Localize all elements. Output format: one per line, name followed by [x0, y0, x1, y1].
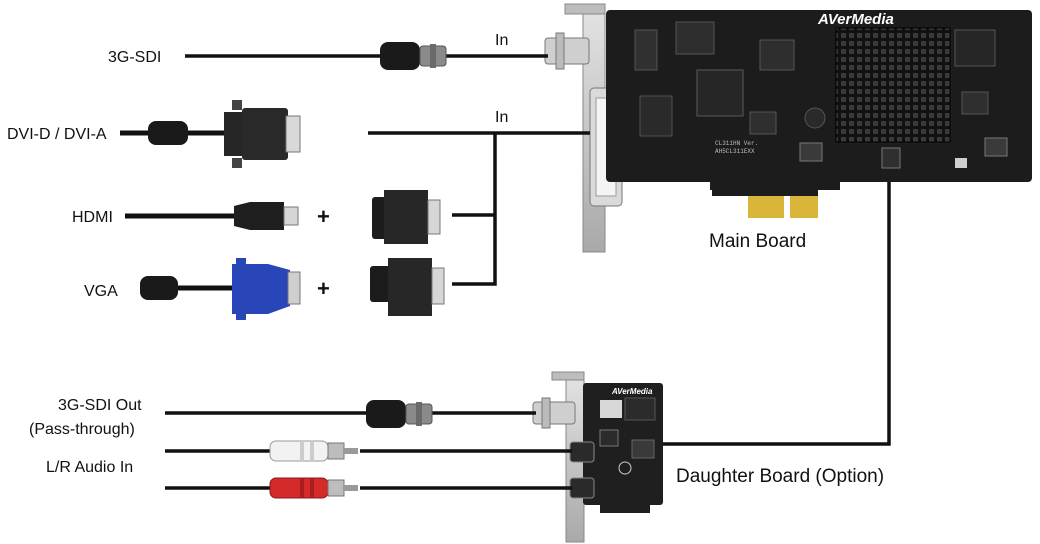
dvi-cable	[120, 100, 301, 168]
label-sdi-out: 3G-SDI Out	[58, 397, 142, 414]
vga-cable	[140, 258, 301, 320]
main-board-gold-fingers	[748, 196, 784, 218]
rca-red-plug	[269, 477, 358, 499]
label-main-board: Main Board	[709, 231, 806, 252]
label-in-dvi: In	[495, 109, 508, 126]
main-board-chip	[675, 21, 715, 55]
daughter-board: AVerMedia	[532, 371, 663, 543]
daughter-board-audio-jack-right	[569, 477, 595, 499]
daughter-board-link-line	[663, 182, 891, 446]
hdmi-plus-sign: +	[317, 204, 330, 229]
label-sdi-in: 3G-SDI	[108, 49, 161, 66]
main-board-heatsink	[835, 27, 951, 143]
hdmi-cable	[125, 202, 299, 230]
rca-white-plug	[269, 440, 358, 462]
adapter-merge-line	[452, 133, 497, 286]
connection-lines	[165, 54, 891, 490]
label-in-sdi: In	[495, 32, 508, 49]
daughter-board-sdi-port	[532, 401, 576, 425]
label-vga: VGA	[84, 283, 118, 300]
hdmi-dvi-adapter	[372, 190, 441, 244]
main-board-processor	[696, 69, 744, 117]
main-board-chip-marking-2: AH5CL311EXX	[715, 148, 755, 155]
label-dvi: DVI-D / DVI-A	[7, 126, 107, 143]
sdi-out-bnc-connector	[366, 400, 433, 428]
main-board: AVerMedia CL311HN Ver. AH5CL311EXX	[544, 3, 1032, 253]
label-audio: L/R Audio In	[46, 459, 133, 476]
daughter-board-brand: AVerMedia	[611, 387, 653, 396]
label-pass-through: (Pass-through)	[29, 421, 135, 438]
vga-plus-sign: +	[317, 276, 330, 301]
label-hdmi: HDMI	[72, 209, 113, 226]
vga-dvi-adapter	[370, 258, 445, 316]
sdi-in-bnc-connector	[380, 42, 447, 70]
main-board-sdi-port	[544, 37, 590, 65]
label-daughter-board: Daughter Board (Option)	[676, 466, 884, 487]
main-board-chip-marking: CL311HN Ver.	[715, 140, 758, 147]
main-board-brand: AVerMedia	[817, 11, 894, 28]
daughter-board-audio-jack-left	[569, 441, 595, 463]
